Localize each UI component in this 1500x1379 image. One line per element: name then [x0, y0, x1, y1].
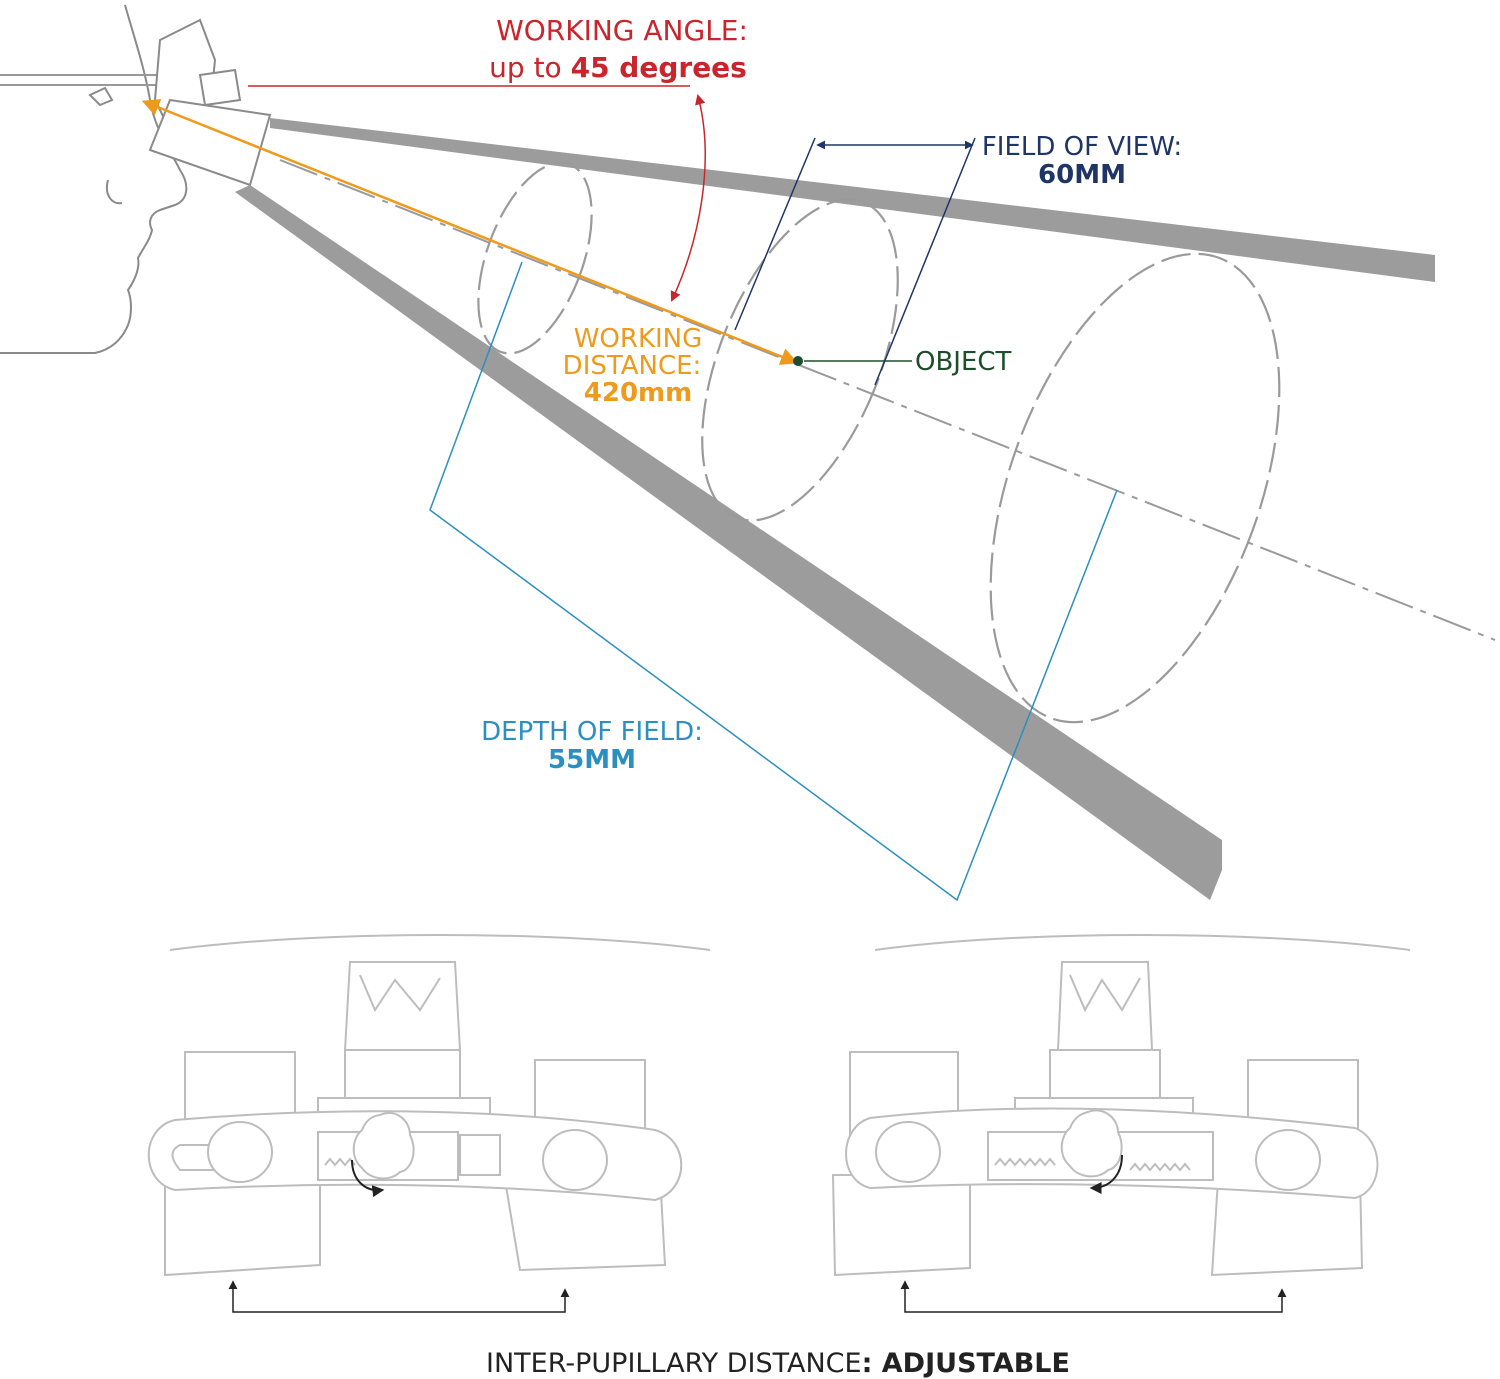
- working-distance-value: 420mm: [584, 378, 692, 408]
- field-of-view-value: 60MM: [1038, 160, 1126, 190]
- depth-of-field-value: 55MM: [548, 745, 636, 775]
- field-of-view-annotation: [734, 137, 976, 386]
- ipd-caption: INTER-PUPILLARY DISTANCE: ADJUSTABLE: [486, 1348, 1070, 1379]
- working-angle-title: WORKING ANGLE:: [496, 14, 748, 47]
- depth-of-field-bracket: [429, 261, 1118, 902]
- right-knob-rotation-arrow: [1089, 1154, 1123, 1194]
- working-angle-value: up to 45 degrees: [489, 51, 747, 84]
- loupe-left-illustration: [147, 934, 711, 1277]
- working-distance-line1: WORKING: [574, 324, 703, 354]
- left-ipd-bracket: [228, 1280, 570, 1313]
- loupe-right-illustration: [831, 934, 1411, 1277]
- left-knob-rotation-arrow: [351, 1159, 385, 1198]
- working-angle-annotation: [248, 85, 706, 302]
- cone-lower-edge: [235, 185, 1222, 900]
- depth-of-field-title: DEPTH OF FIELD:: [481, 717, 703, 747]
- right-ipd-bracket: [900, 1280, 1287, 1313]
- field-of-view-title: FIELD OF VIEW:: [982, 132, 1182, 162]
- viewing-cone: [235, 118, 1435, 900]
- working-distance-line2: DISTANCE:: [563, 351, 702, 381]
- far-plane: [989, 252, 1281, 724]
- object-marker: [793, 356, 912, 366]
- loupe-device: [148, 18, 272, 187]
- object-label: OBJECT: [915, 347, 1012, 377]
- working-distance-arrow: [141, 99, 799, 365]
- optical-axis: [279, 159, 1496, 641]
